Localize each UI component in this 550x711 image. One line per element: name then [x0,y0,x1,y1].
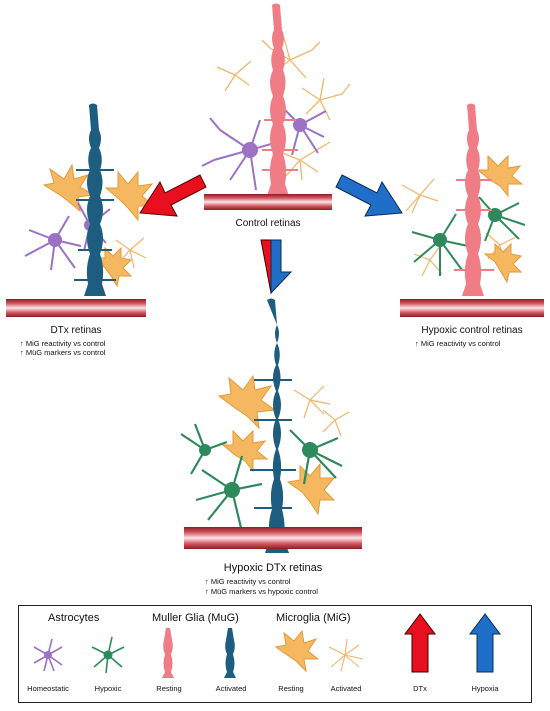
control-retina-illustration [201,3,351,210]
legend-label-resting-microglia: Resting [278,684,304,693]
legend-label-activated-muller: Activated [215,684,247,693]
hypoxic-control-retinas-note-1: ↑ MiG reactivity vs control [415,339,501,348]
legend-microglia-header: Microglia (MiG) [276,612,351,624]
legend-label-resting-muller: Resting [156,684,182,693]
hypoxic-dtx-retinas-note-1: ↑ MiG reactivity vs control [205,577,291,586]
legend-resting-microglia [274,629,320,673]
legend-resting-muller-glia [162,628,174,678]
legend-icons [33,613,501,678]
combined-arrow-to-hypoxic-dtx [260,239,293,295]
legend-activated-muller-glia [224,628,236,678]
legend-label-homeostatic: Homeostatic [27,684,69,693]
legend-label-activated-microglia: Activated [330,684,362,693]
hypoxic-dtx-retina-illustration [180,298,362,553]
legend-astrocytes-header: Astrocytes [48,612,100,624]
legend-panel [18,605,532,703]
hypoxic-control-retina-illustration [400,103,544,317]
legend-label-hypoxia: Hypoxia [471,684,499,693]
hypoxic-dtx-retinas-note-2: ↑ MüG markers vs hypoxic control [205,587,318,596]
legend-homeostatic-astrocyte [33,638,63,672]
control-retinas-title: Control retinas [235,218,301,229]
legend-muller-glia-header: Muller Glia (MuG) [152,612,239,624]
legend-label-dtx: DTx [413,684,427,693]
legend-hypoxia-arrow [469,613,501,673]
dtx-retinas-note-1: ↑ MiG reactivity vs control [20,339,106,348]
dtx-retinas-note-2: ↑ MüG markers vs control [20,348,106,357]
hypoxic-control-retinas-title: Hypoxic control retinas [421,325,523,336]
legend-dtx-arrow [404,613,436,673]
legend-hypoxic-astrocyte [91,636,125,674]
dtx-arrow-to-dtx-retinas [139,174,207,217]
legend-activated-microglia [328,638,364,672]
dtx-retina-illustration [6,103,156,317]
legend-label-hypoxic: Hypoxic [94,684,122,693]
dtx-retinas-title: DTx retinas [50,325,102,336]
hypoxic-dtx-retinas-title: Hypoxic DTx retinas [223,562,323,574]
hypoxia-arrow-to-hypoxic-control [335,174,403,217]
